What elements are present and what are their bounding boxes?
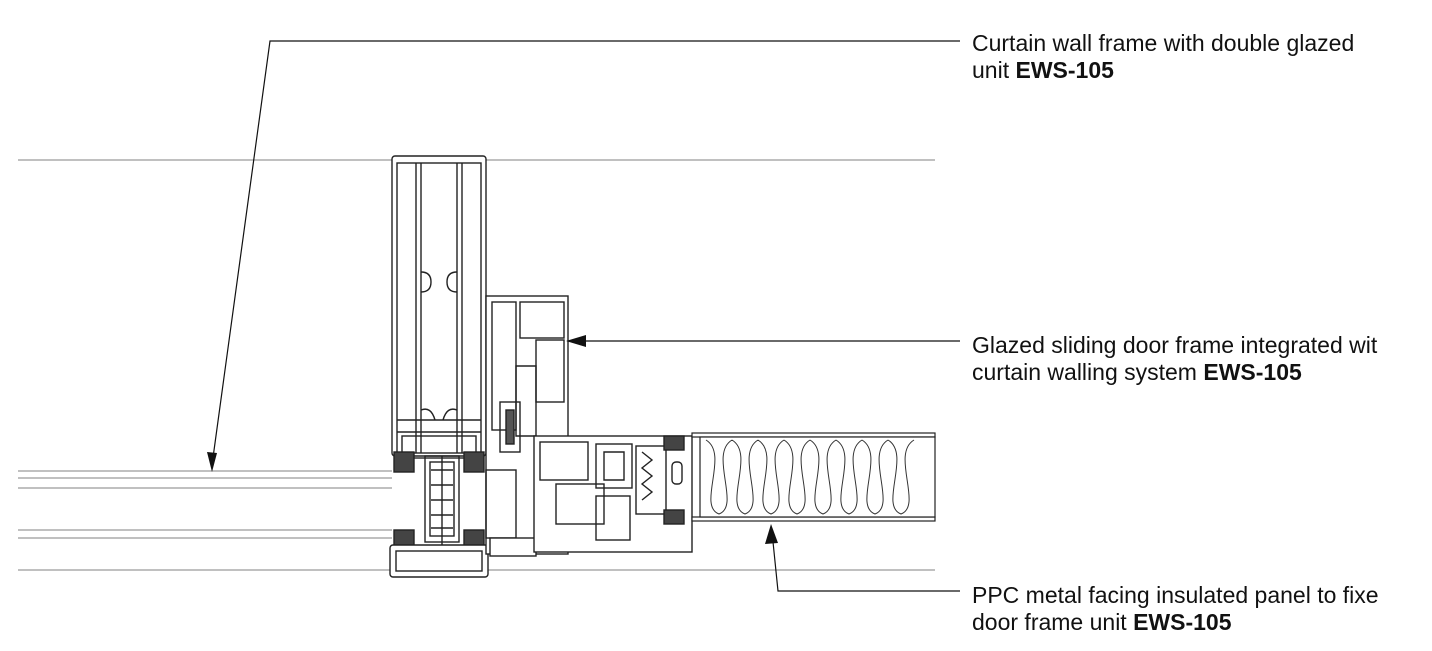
callout-line1: Glazed sliding door frame integrated wit [972, 332, 1378, 358]
door-leaf-profile [533, 435, 693, 553]
callout-line2: door frame unit EWS-105 [972, 609, 1232, 635]
product-code: EWS-105 [1133, 609, 1232, 635]
product-code: EWS-105 [1015, 57, 1114, 83]
insulation-pattern [705, 439, 915, 515]
insulated-panel [691, 432, 936, 522]
callout-curtain-wall: Curtain wall frame with double glazed un… [972, 30, 1354, 84]
callout-line1: PPC metal facing insulated panel to fixe [972, 582, 1379, 608]
arrowheads [207, 335, 778, 544]
reference-lines [18, 159, 935, 571]
callout-sliding-door: Glazed sliding door frame integrated wit… [972, 332, 1377, 386]
callout-line2: unit EWS-105 [972, 57, 1114, 83]
callout-ppc-panel: PPC metal facing insulated panel to fixe… [972, 582, 1379, 636]
product-code: EWS-105 [1203, 359, 1302, 385]
curtain-wall-mullion [389, 155, 489, 578]
leader-lines [211, 40, 960, 592]
callout-line2: curtain walling system EWS-105 [972, 359, 1302, 385]
callout-line1: Curtain wall frame with double glazed [972, 30, 1355, 56]
